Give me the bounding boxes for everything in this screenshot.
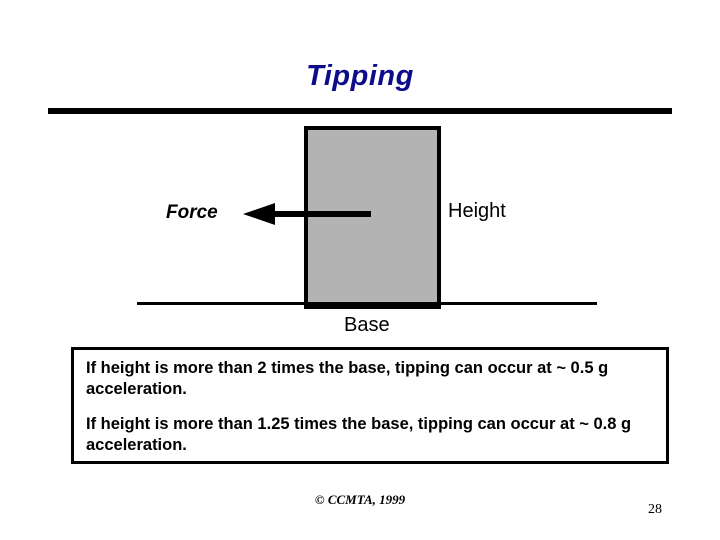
vehicle-block-shape xyxy=(304,126,441,309)
callout-paragraph-1: If height is more than 2 times the base,… xyxy=(86,359,609,399)
callout-box: If height is more than 2 times the base,… xyxy=(71,347,669,464)
copyright-notice: © CCMTA, 1999 xyxy=(314,492,406,507)
force-arrow-shaft xyxy=(273,211,371,217)
base-label: Base xyxy=(344,314,390,336)
title-divider xyxy=(48,108,672,114)
force-label: Force xyxy=(166,202,218,223)
force-arrow-head xyxy=(243,203,275,225)
page-title: Tipping xyxy=(306,60,414,92)
ground-line xyxy=(137,302,597,305)
height-label: Height xyxy=(448,200,506,222)
page-number: 28 xyxy=(648,502,662,517)
tipping-diagram: Force Height Base xyxy=(137,126,597,336)
callout-paragraph-2: If height is more than 1.25 times the ba… xyxy=(86,415,632,455)
force-arrow-icon xyxy=(243,203,371,225)
